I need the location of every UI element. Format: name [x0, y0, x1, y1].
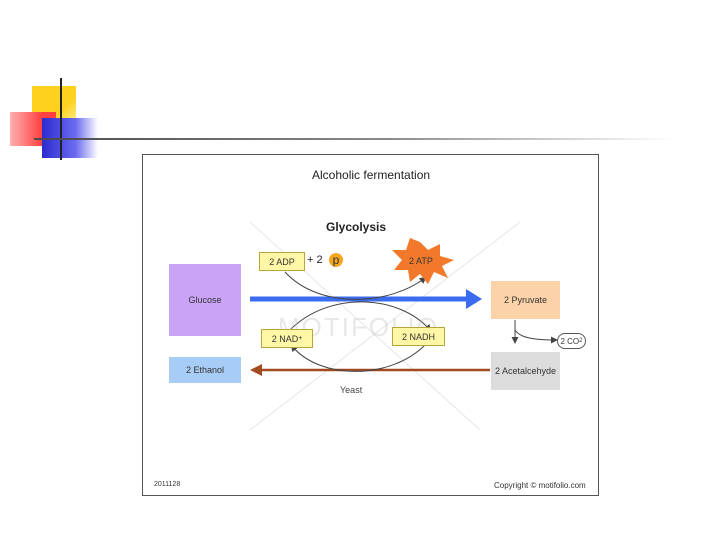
adp-label: 2 ADP	[269, 256, 295, 267]
atp-label: 2 ATP	[409, 256, 433, 266]
plus-two-label: + 2	[307, 254, 323, 266]
atp-burst	[392, 238, 454, 284]
yeast-label: Yeast	[340, 385, 363, 395]
date-label: 2011128	[154, 481, 181, 488]
ethanol-box: 2 Ethanol	[169, 357, 241, 383]
diagram-title: Alcoholic fermentation	[312, 168, 431, 182]
phosphate-label: p	[332, 253, 340, 267]
co2-release-arrow	[514, 329, 558, 344]
pyruvate-box: 2 Pyruvate	[491, 281, 560, 319]
acetaldehyde-box: 2 Acetalcehyde	[491, 352, 560, 390]
adp-to-atp-curve	[284, 271, 427, 300]
glycolysis-label: Glycolysis	[326, 220, 387, 234]
co2-subscript: 2	[579, 338, 583, 344]
copyright-label: Copyright © motifolio.com	[494, 481, 586, 490]
phosphate-circle: p	[329, 253, 343, 267]
glycolysis-arrow-head	[466, 289, 482, 309]
co2-label: 2 CO	[560, 336, 580, 346]
nad-superscript: +	[298, 335, 303, 342]
title-divider-line	[34, 138, 674, 140]
adp-box: 2 ADP	[259, 252, 305, 271]
deco-vertical-line	[60, 78, 62, 160]
ethanol-label: 2 Ethanol	[185, 365, 225, 375]
nad-label: 2 NAD	[271, 333, 299, 344]
nad-to-nadh-curve	[289, 301, 432, 332]
pyruvate-label: 2 Pyruvate	[503, 295, 548, 305]
nadh-to-nad-curve	[290, 344, 426, 372]
nadh-label: 2 NADH	[401, 331, 435, 342]
nadh-box: 2 NADH	[392, 327, 445, 346]
fermentation-arrow-head	[250, 364, 262, 376]
acetaldehyde-label: 2 Acetalcehyde	[494, 366, 557, 376]
nad-box: 2 NAD+	[261, 329, 313, 348]
glucose-box: Glucose	[169, 264, 241, 336]
glucose-label: Glucose	[188, 295, 222, 305]
bg-cross-line-2	[249, 221, 521, 431]
